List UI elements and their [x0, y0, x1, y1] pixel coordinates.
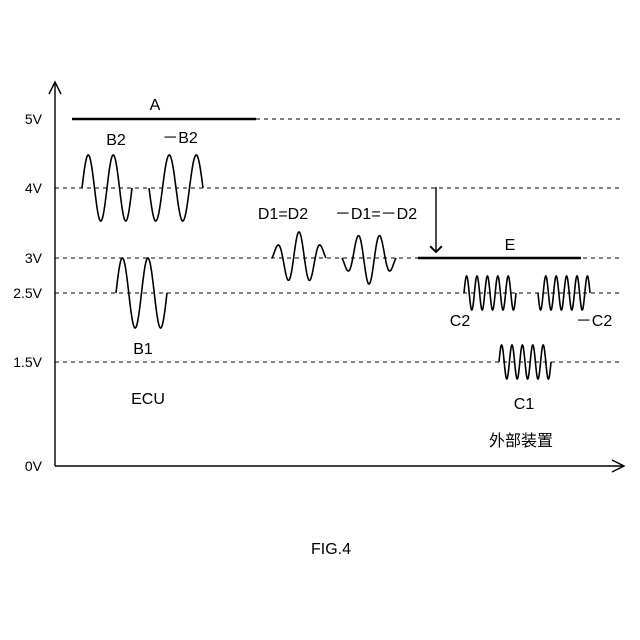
label-e: E — [505, 237, 516, 254]
y-tick-label-0v: 0V — [25, 458, 43, 474]
y-tick-label-1-5v: 1.5V — [13, 354, 42, 370]
label-c2: C2 — [450, 313, 471, 330]
label-external-device: 外部装置 — [489, 432, 553, 450]
label-neg-b2: －B2 — [162, 130, 198, 147]
waveform-path-nd — [342, 236, 396, 284]
label-neg-c2: －C2 — [576, 313, 613, 330]
label-a: A — [150, 97, 161, 114]
label-b1: B1 — [133, 341, 153, 358]
waveform-neg-d1-d2 — [342, 236, 396, 284]
label-c1: C1 — [514, 396, 535, 413]
y-tick-label-4v: 4V — [25, 180, 43, 196]
y-tick-label-5v: 5V — [25, 111, 43, 127]
label-d-neg: －D1=－D2 — [335, 206, 417, 223]
label-b2: B2 — [106, 132, 126, 149]
waveform-path-d — [272, 232, 326, 280]
waveform-d1-d2 — [272, 232, 326, 280]
y-tick-label-3v: 3V — [25, 250, 43, 266]
label-ecu: ECU — [131, 391, 165, 408]
y-tick-label-2-5v: 2.5V — [13, 285, 42, 301]
label-d-pos: D1=D2 — [258, 206, 308, 223]
figure-caption: FIG.4 — [311, 541, 351, 558]
